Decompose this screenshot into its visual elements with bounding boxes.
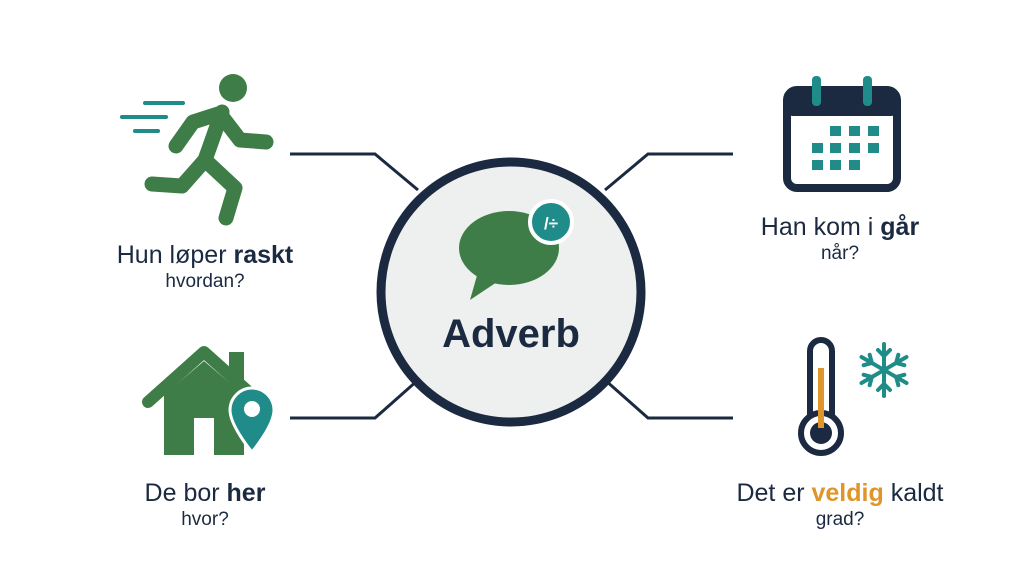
adverb-word: raskt <box>233 241 294 269</box>
connector-top-right <box>604 152 733 192</box>
example-top-left: Hun løper raskt hvordan? <box>95 240 315 294</box>
example-sentence: Det er veldig kaldt <box>700 478 980 508</box>
sentence-text: De bor <box>144 479 227 507</box>
sentence-text: Det er <box>736 479 812 507</box>
sentence-text: Han kom i <box>760 213 881 241</box>
connector-bottom-left <box>290 378 419 420</box>
center-label: Adverb <box>442 312 580 356</box>
adverb-word: her <box>226 479 266 507</box>
example-sentence: Han kom i går <box>730 212 950 242</box>
example-question: grad? <box>815 509 865 530</box>
example-top-right: Han kom i går når? <box>730 212 950 266</box>
example-question: hvordan? <box>165 271 245 292</box>
example-sentence: De bor her <box>95 478 315 508</box>
thermometer-snowflake-icon <box>798 337 909 456</box>
snowflake-icon <box>859 342 909 398</box>
speech-bubble-icon: /÷ <box>459 199 574 300</box>
adverb-word: veldig <box>811 479 884 507</box>
connector-bottom-right <box>604 378 733 420</box>
example-bottom-left: De bor her hvor? <box>95 478 315 532</box>
math-badge-text: /÷ <box>544 214 558 233</box>
connector-lines <box>290 152 733 420</box>
sentence-text: kaldt <box>883 479 944 507</box>
adverb-word: går <box>880 213 920 241</box>
example-question: hvor? <box>181 509 229 530</box>
calendar-icon <box>783 76 901 192</box>
center-circle <box>376 157 646 427</box>
sentence-text: Hun løper <box>116 241 234 269</box>
connector-top-left <box>290 152 419 192</box>
example-question: når? <box>820 243 860 264</box>
running-person-icon <box>120 74 274 226</box>
house-location-icon <box>142 346 276 455</box>
example-sentence: Hun løper raskt <box>95 240 315 270</box>
example-bottom-right: Det er veldig kaldt grad? <box>700 478 980 532</box>
